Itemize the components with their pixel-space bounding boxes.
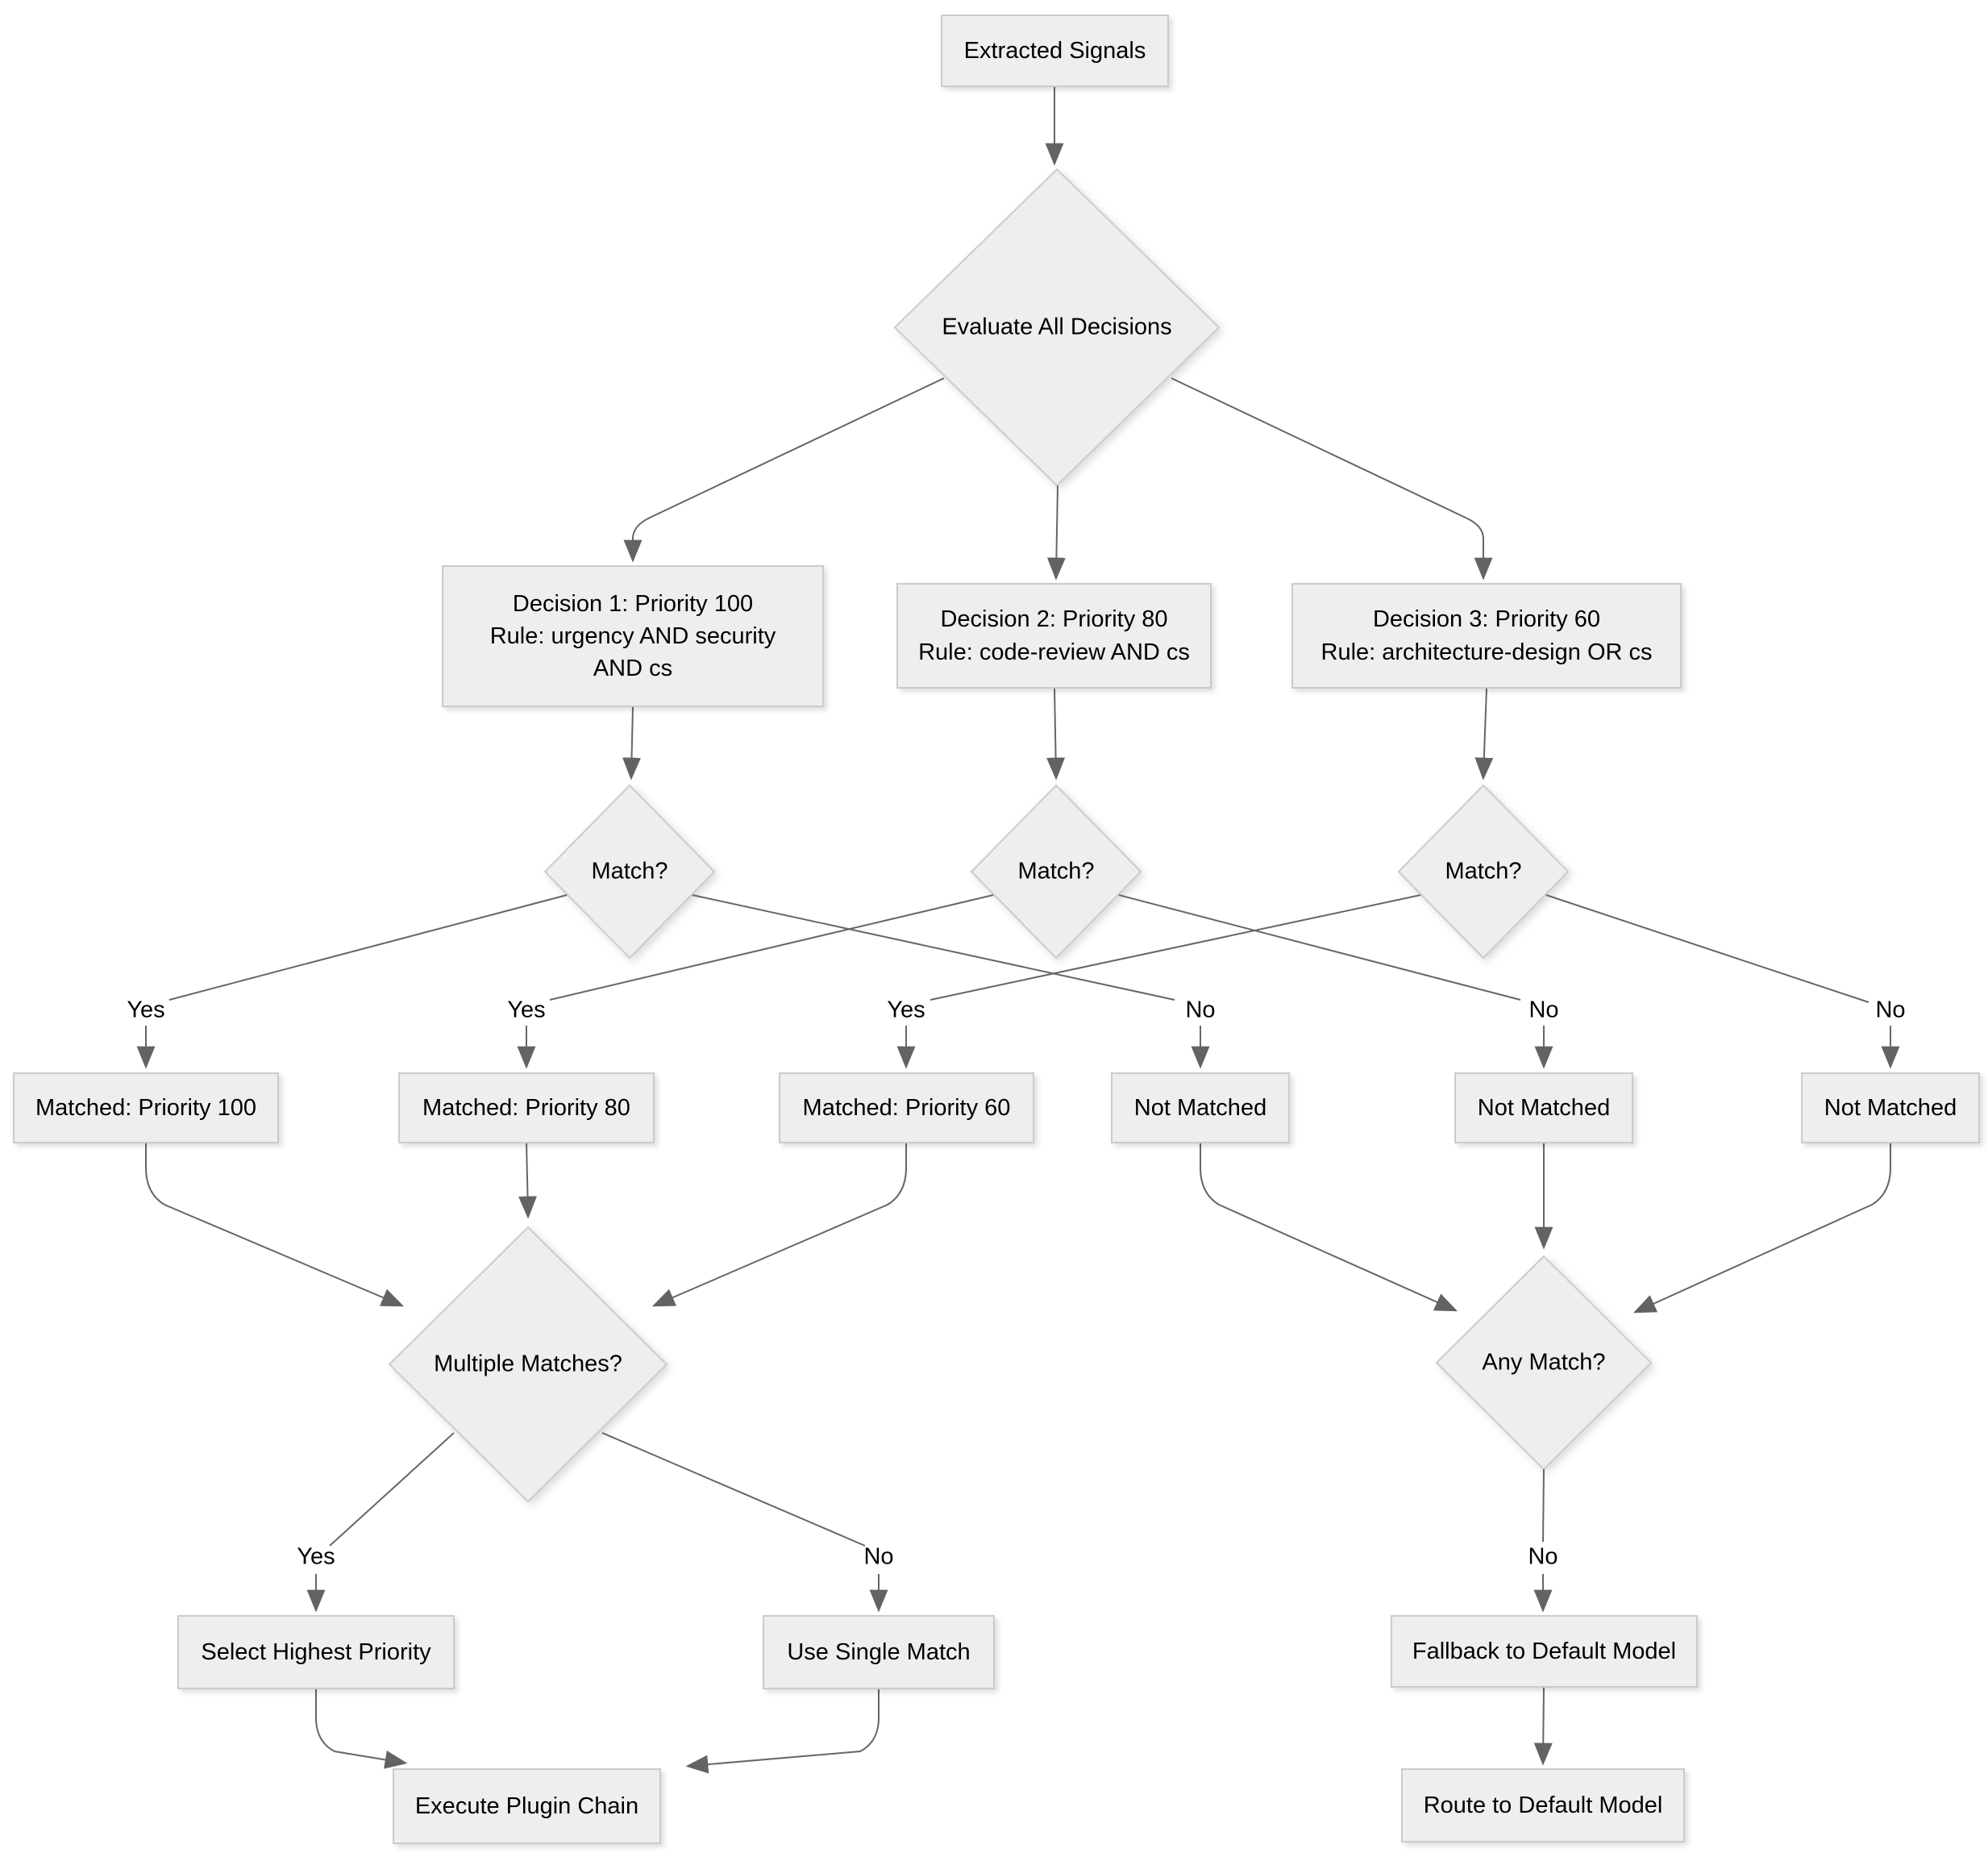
edge-evaluate-to-decision2 (1046, 485, 1066, 581)
node-decision3: Decision 3: Priority 60 Rule: architectu… (1291, 583, 1682, 689)
edge-notmatched1-to-anymatch (1200, 1141, 1458, 1312)
node-not-matched-1: Not Matched (1111, 1072, 1290, 1143)
node-decision1: Decision 1: Priority 100 Rule: urgency A… (442, 565, 824, 707)
node-execute-plugin-chain: Execute Plugin Chain (393, 1768, 661, 1844)
edge-label-match3-yes: Yes (887, 997, 925, 1023)
node-match1-label: Match? (591, 858, 668, 885)
edge-match2-no-diagonal (1118, 894, 1521, 1001)
node-extracted-signals: Extracted Signals (941, 15, 1169, 87)
node-matched-priority-60: Matched: Priority 60 (779, 1072, 1034, 1143)
node-matched-priority-80: Matched: Priority 80 (398, 1072, 655, 1143)
node-match2-label: Match? (1017, 858, 1095, 885)
node-matched-priority-100: Matched: Priority 100 (13, 1072, 279, 1143)
edge-fallback-to-route (1533, 1687, 1553, 1766)
edge-label-match1-no: No (1185, 997, 1216, 1023)
edge-match2-yes-diagonal (549, 894, 994, 1001)
edge-decision2-to-match2 (1046, 688, 1066, 781)
edge-notmatched3-to-anymatch (1632, 1141, 1891, 1314)
node-match3-label: Match? (1445, 858, 1522, 885)
edge-match1-no-diagonal (692, 894, 1175, 1001)
node-decision2: Decision 2: Priority 80 Rule: code-revie… (896, 583, 1212, 689)
edge-evaluate-to-decision1 (623, 377, 945, 563)
edge-decision1-to-match1 (622, 706, 642, 781)
node-multiple-matches-shape (388, 1226, 668, 1503)
node-select-highest-priority: Select Highest Priority (177, 1615, 455, 1689)
node-not-matched-3: Not Matched (1801, 1072, 1980, 1143)
node-match2-shape (970, 784, 1142, 960)
edge-multiple-no-diagonal (601, 1432, 866, 1547)
node-match3-shape (1397, 784, 1570, 960)
edge-label-multiple-yes: Yes (297, 1543, 335, 1570)
edge-decision3-to-match3 (1474, 688, 1494, 781)
edge-anymatch-no-vertical (1542, 1468, 1545, 1543)
node-use-single-match: Use Single Match (763, 1615, 995, 1689)
edge-label-multiple-no: No (863, 1543, 894, 1570)
node-not-matched-2: Not Matched (1454, 1072, 1633, 1143)
edge-match1-yes-diagonal (168, 894, 568, 1001)
node-any-match-label: Any Match? (1482, 1349, 1606, 1376)
edge-label-match2-no: No (1528, 997, 1559, 1023)
edge-match3-no-diagonal (1545, 894, 1869, 1003)
edge-matched60-to-multiple (651, 1141, 907, 1307)
edge-label-match1-yes: Yes (127, 997, 165, 1023)
node-multiple-matches-label: Multiple Matches? (434, 1351, 622, 1377)
edge-usesingle-to-execute (685, 1689, 880, 1774)
edge-match3-yes-diagonal (930, 894, 1421, 1001)
edge-matched80-to-multiple (518, 1140, 537, 1219)
edge-selecthighest-to-execute (315, 1689, 408, 1769)
node-match1-shape (543, 784, 716, 960)
node-fallback-to-default-model: Fallback to Default Model (1391, 1615, 1698, 1688)
edge-matched100-to-multiple (145, 1141, 405, 1307)
edge-multiple-yes-diagonal (329, 1432, 455, 1547)
edge-label-match3-no: No (1875, 997, 1906, 1023)
edge-evaluate-to-decision3 (1171, 377, 1493, 581)
edge-label-anymatch-no: No (1528, 1543, 1558, 1570)
node-route-to-default-model: Route to Default Model (1401, 1768, 1685, 1842)
node-evaluate-all-decisions-label: Evaluate All Decisions (942, 314, 1172, 340)
edge-label-match2-yes: Yes (507, 997, 546, 1023)
